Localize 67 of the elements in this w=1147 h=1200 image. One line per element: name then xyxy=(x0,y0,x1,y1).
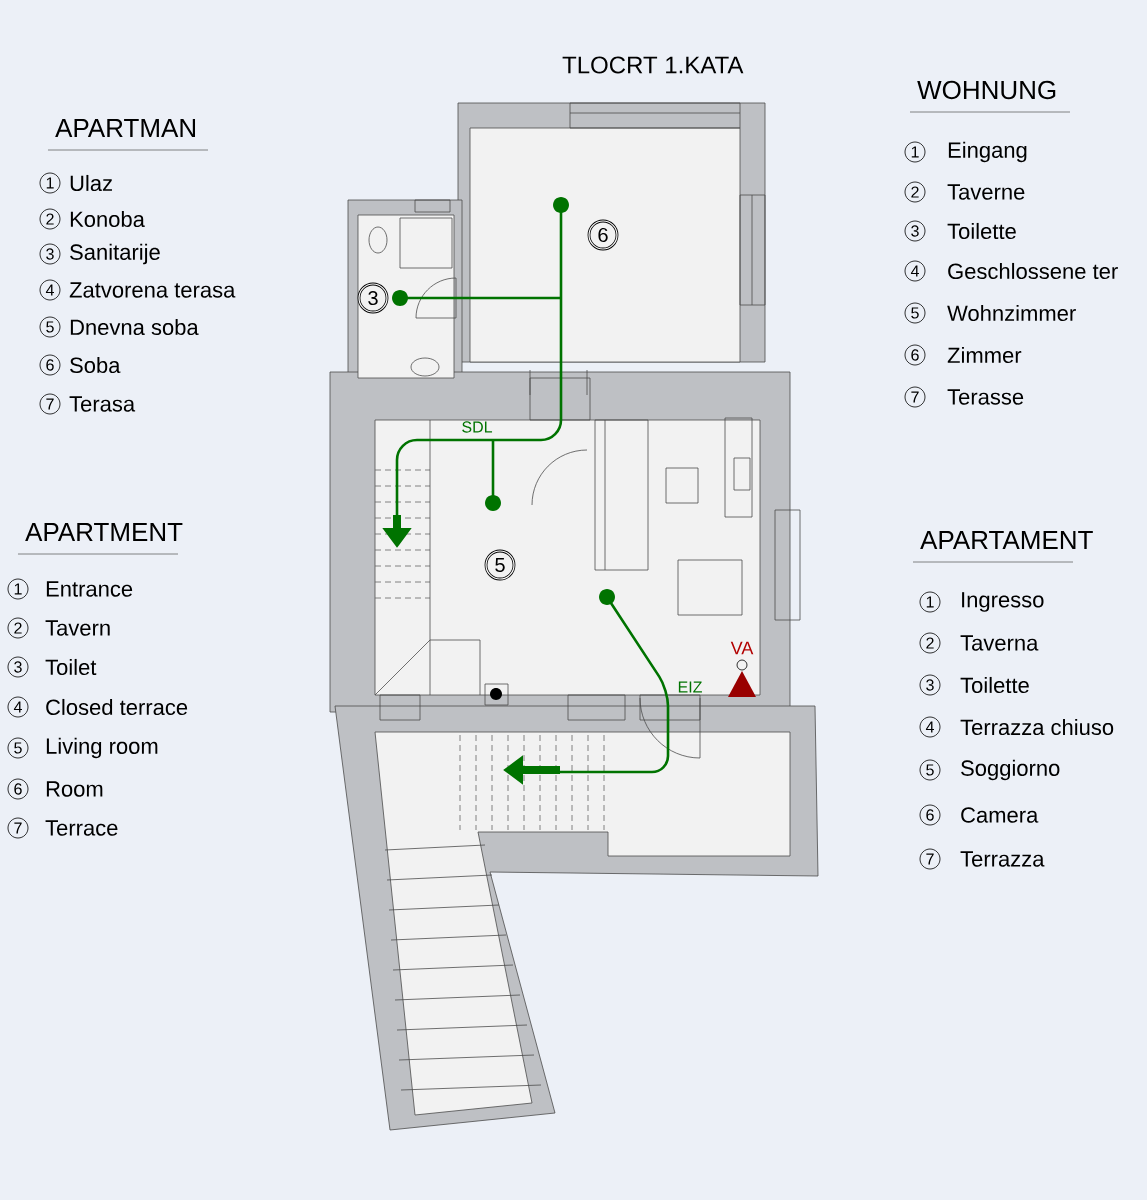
item-number: 4 xyxy=(39,279,61,301)
item-number: 4 xyxy=(919,716,941,738)
item-number: 1 xyxy=(39,172,61,194)
plan-title: TLOCRT 1.KATA xyxy=(562,56,744,74)
room-number: 6 xyxy=(587,219,619,251)
room-name: Terrazza chiuso xyxy=(960,718,1114,736)
room-name: Toilet xyxy=(45,658,97,676)
item-number: 2 xyxy=(904,181,926,203)
room-name: Camera xyxy=(961,807,1039,823)
room-name: Entrance xyxy=(46,581,133,597)
item-number: 6 xyxy=(7,778,29,800)
plan-label: VA xyxy=(730,641,754,655)
item-number: 2 xyxy=(39,208,61,230)
room-name: Taverne xyxy=(947,184,1025,200)
item-number: 3 xyxy=(7,656,29,678)
item-number: 6 xyxy=(904,344,926,366)
item-number: 7 xyxy=(919,848,941,870)
plan-label: SDL xyxy=(462,421,493,433)
room-name: Ulaz xyxy=(70,174,112,192)
room-number: 5 xyxy=(484,549,516,581)
room-name: Geschlossene ter xyxy=(948,262,1118,280)
list-heading: APARTAMENT xyxy=(920,531,1093,549)
item-number: 5 xyxy=(39,316,61,338)
item-number: 4 xyxy=(904,260,926,282)
item-number: 3 xyxy=(919,674,941,696)
room-name: Soggiorno xyxy=(961,759,1060,781)
room-name: Room xyxy=(46,781,103,797)
item-number: 6 xyxy=(919,804,941,826)
list-heading: WOHNUNG xyxy=(917,80,1056,100)
item-number: 5 xyxy=(919,759,941,781)
room-name: Zimmer xyxy=(947,346,1022,364)
item-number: 3 xyxy=(39,243,61,265)
item-number: 1 xyxy=(919,591,941,613)
room-name: Terasa xyxy=(69,396,136,412)
item-number: 3 xyxy=(904,220,926,242)
room-name: Terasse xyxy=(947,389,1024,405)
room-name: Soba xyxy=(70,356,121,374)
plan-label: EIZ xyxy=(678,681,702,693)
list-heading: APARTMAN xyxy=(55,119,195,137)
item-number: 7 xyxy=(904,386,926,408)
room-name: Wohnzimmer xyxy=(947,304,1076,322)
room-name: Ingresso xyxy=(962,592,1044,612)
room-name: Dnevna soba xyxy=(70,318,199,336)
room-name: Konoba xyxy=(70,210,145,228)
room-name: Taverna xyxy=(960,635,1039,651)
item-number: 4 xyxy=(7,696,29,718)
list-heading: APARTMENT xyxy=(25,523,183,541)
item-number: 7 xyxy=(7,817,29,839)
room-number: 3 xyxy=(357,282,389,314)
room-name: Zatvorena terasa xyxy=(69,282,236,298)
room-name: Toilette xyxy=(960,676,1029,694)
room-name: Toilette xyxy=(947,222,1016,240)
room-name: Terrace xyxy=(45,820,118,836)
item-number: 2 xyxy=(919,632,941,654)
item-number: 6 xyxy=(39,354,61,376)
room-name: Sanitarije xyxy=(70,243,160,265)
room-name: Living room xyxy=(46,737,158,759)
item-number: 5 xyxy=(904,302,926,324)
item-number: 1 xyxy=(904,141,926,163)
item-number: 2 xyxy=(7,617,29,639)
room-name: Terrazza xyxy=(960,851,1045,867)
room-name: Closed terrace xyxy=(46,698,188,716)
room-name: Eingang xyxy=(948,141,1027,163)
room-name: Tavern xyxy=(45,620,110,636)
item-number: 1 xyxy=(7,578,29,600)
item-number: 5 xyxy=(7,737,29,759)
item-number: 7 xyxy=(39,393,61,415)
